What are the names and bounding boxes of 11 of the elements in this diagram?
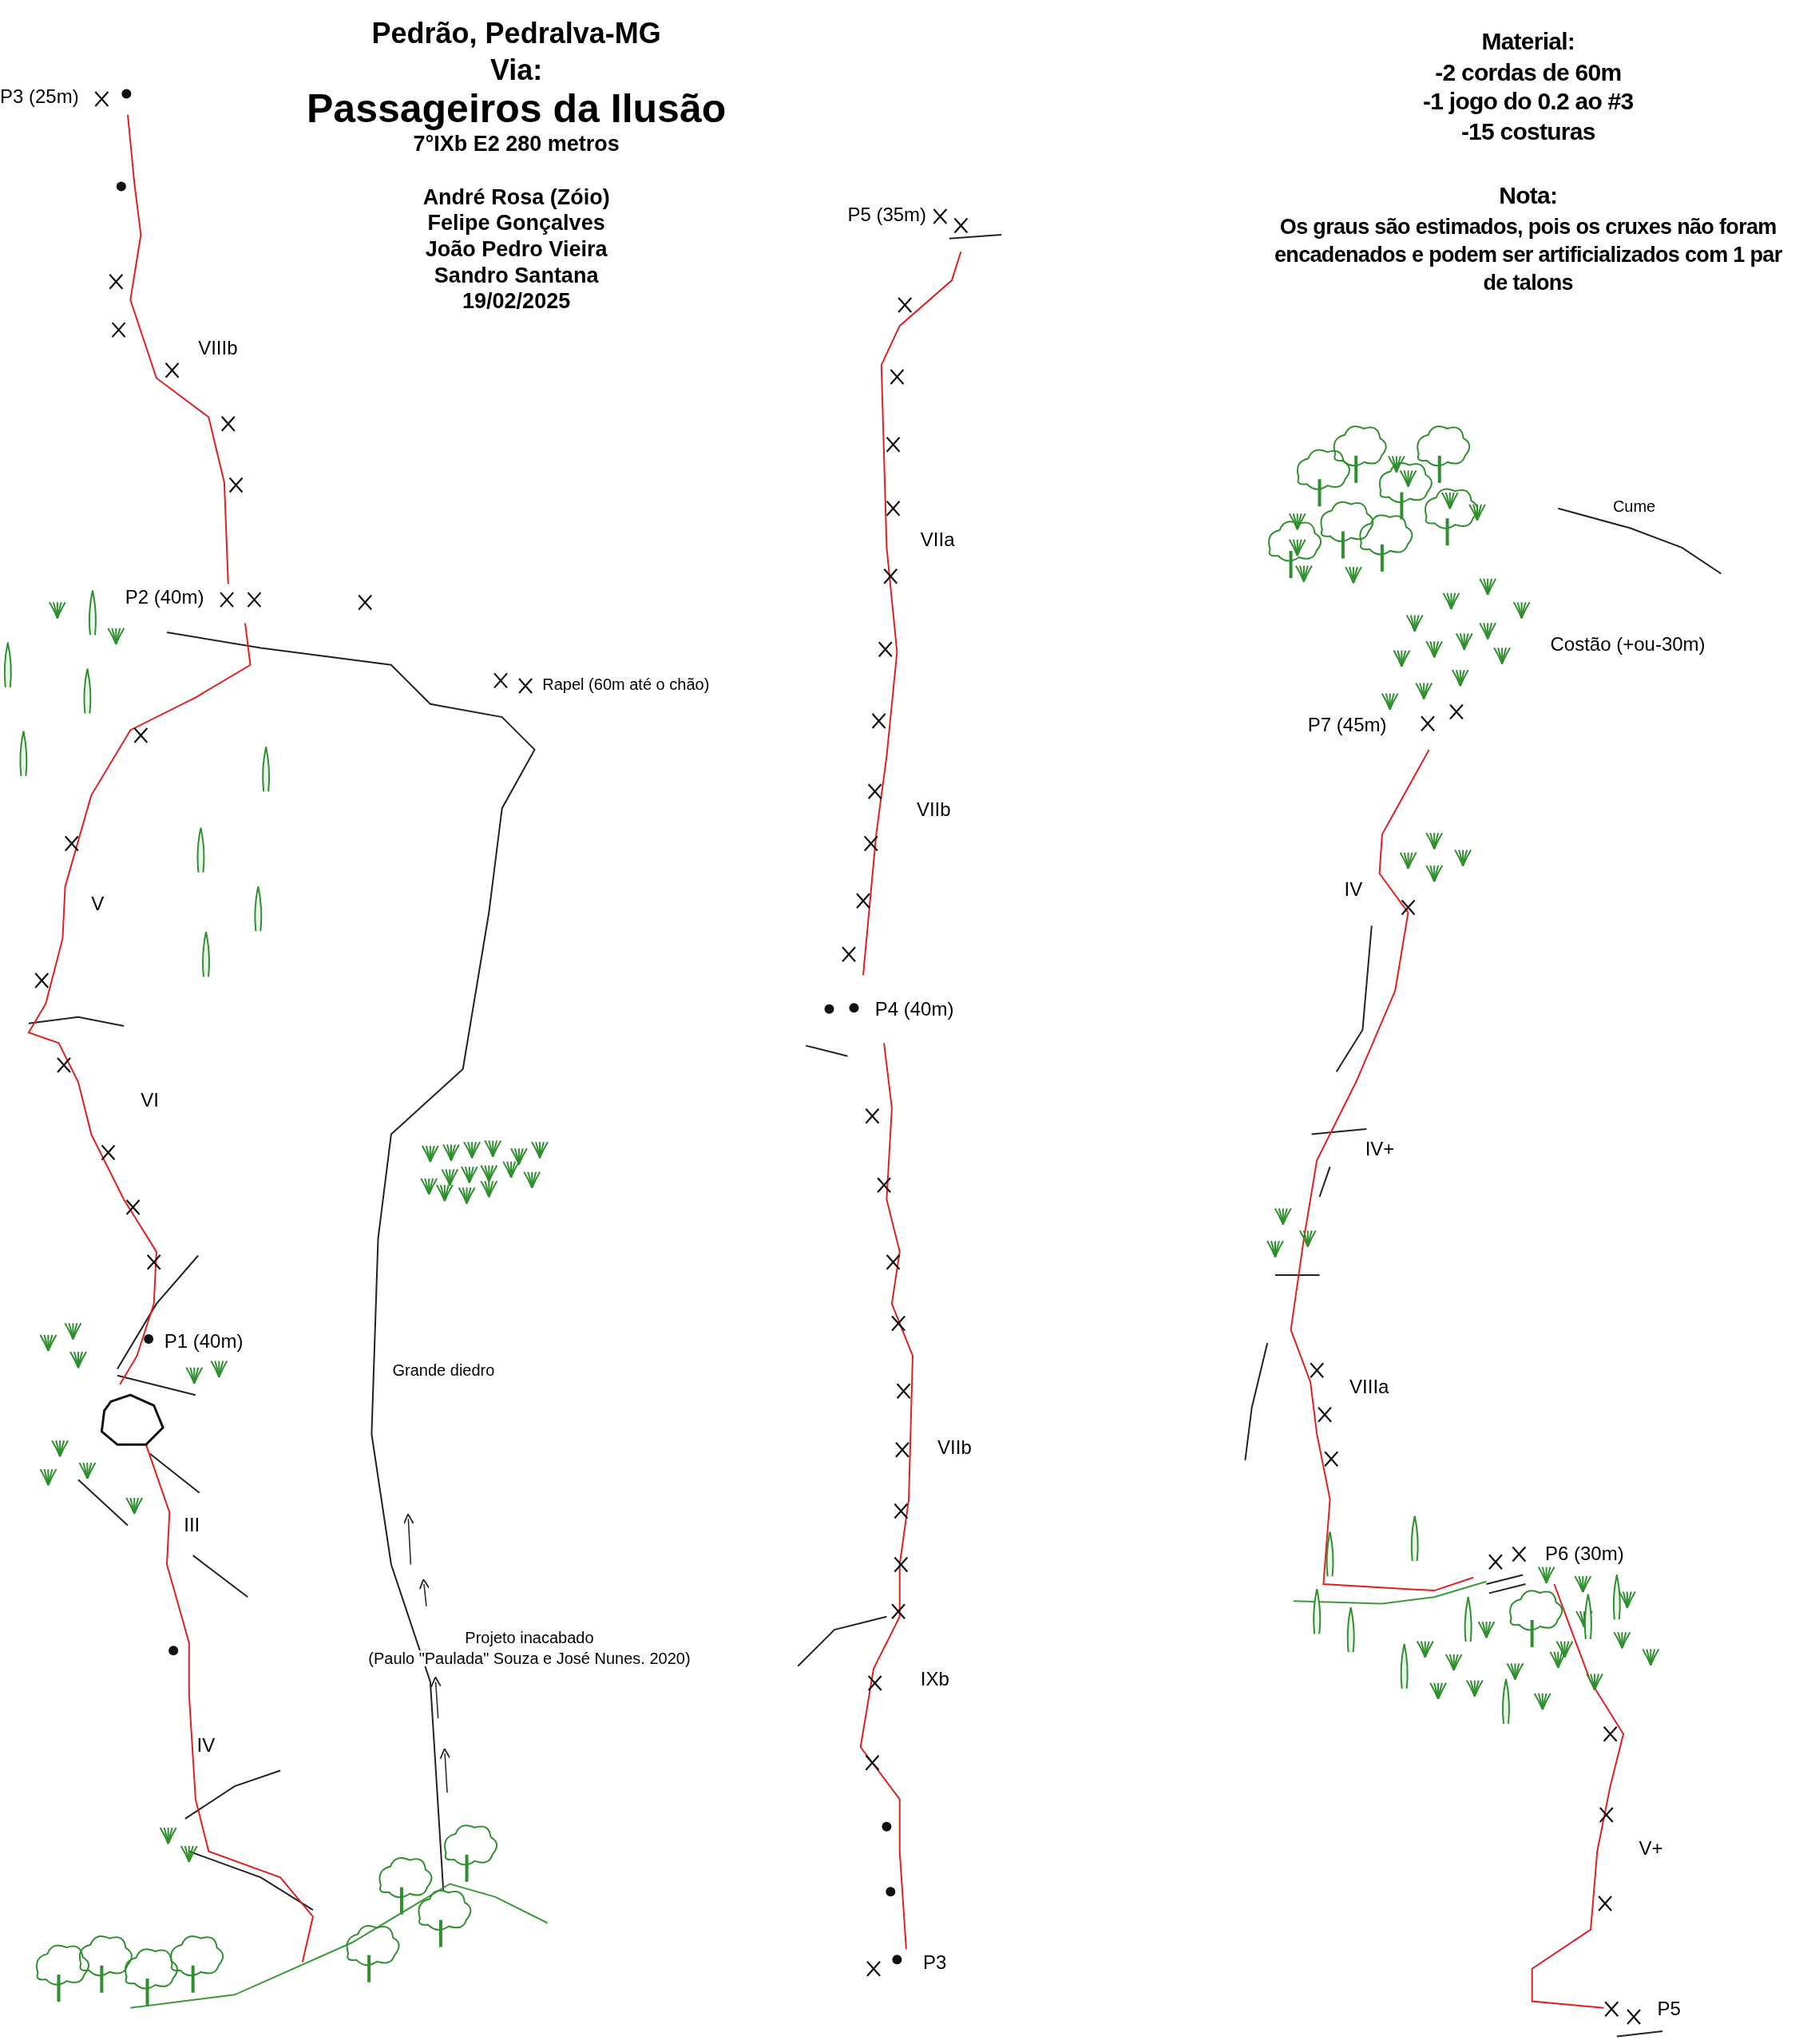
heading-text: Pedrão, Pedralva-MG bbox=[371, 19, 661, 49]
heading-text: André Rosa (Zóio) bbox=[422, 186, 610, 208]
topo-label: P6 (30m) bbox=[1545, 1544, 1624, 1564]
topo-label: Rapel (60m até o chão) bbox=[542, 676, 710, 693]
topo-label: Projeto inacabado bbox=[465, 1629, 594, 1646]
note-text: -1 jogo do 0.2 ao #3 bbox=[1423, 89, 1634, 114]
topo-label: P5 (35m) bbox=[847, 205, 927, 225]
heading-text: Felipe Gonçalves bbox=[427, 212, 605, 234]
topo-label: (Paulo "Paulada" Souza e José Nunes. 2020) bbox=[368, 1650, 691, 1667]
topo-label: P1 (40m) bbox=[164, 1332, 244, 1352]
title-text: Passageiros da Ilusão bbox=[307, 88, 727, 129]
